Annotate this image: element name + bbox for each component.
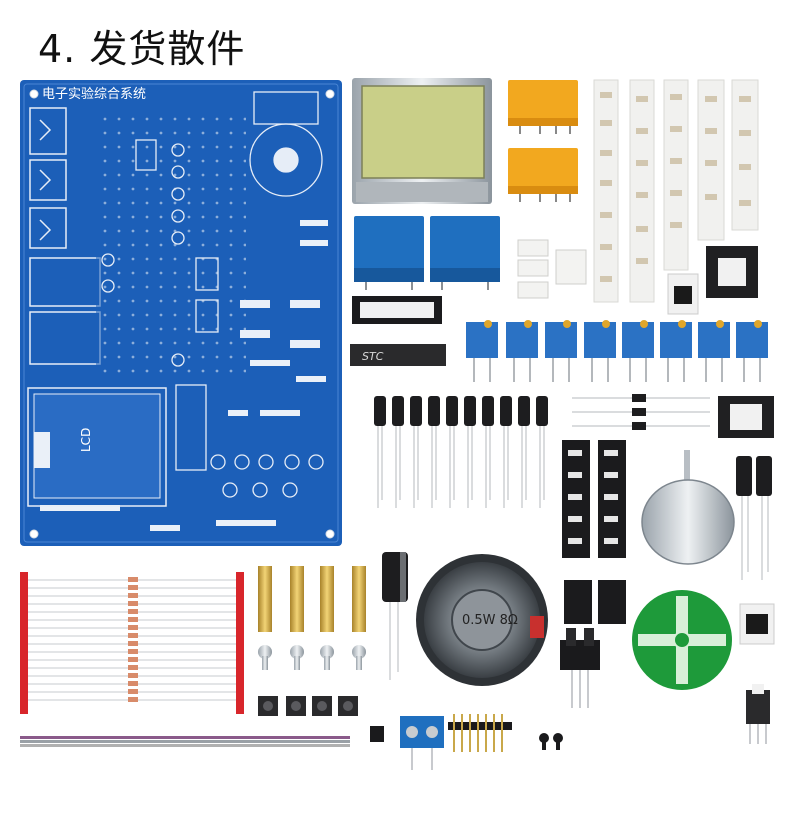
tactile-buttons — [258, 696, 358, 716]
trimpot-3 — [545, 320, 577, 358]
push-switch — [746, 684, 770, 744]
ic-8pin-chip-a — [667, 273, 699, 315]
relay-blue-2 — [430, 216, 500, 290]
trimpot-1 — [466, 320, 498, 358]
transistor-tape — [562, 440, 626, 624]
pcb-title: 电子实验综合系统 — [42, 86, 146, 102]
lcd-module — [352, 78, 492, 204]
screw-terminal — [400, 716, 444, 770]
pin-header — [448, 714, 512, 752]
pcb-board: 电子实验综合系统 — [20, 80, 342, 546]
ic-socket-8pin-b — [718, 396, 774, 438]
trimpot-8 — [736, 320, 768, 358]
lcd-footprint: LCD — [27, 387, 167, 507]
relay-blue-1 — [354, 216, 424, 290]
ic-socket-20pin — [352, 296, 442, 324]
trimpot-2 — [506, 320, 538, 358]
white-connectors — [517, 239, 587, 299]
jumper-cap — [370, 726, 384, 742]
page-title: 4. 发货散件 — [38, 27, 246, 71]
mcu-chip: STC — [350, 344, 446, 366]
encoder-disc — [632, 590, 732, 690]
large-capacitor — [382, 552, 408, 680]
speaker-label: 0.5W 8Ω — [462, 613, 518, 628]
brass-standoffs — [258, 566, 366, 670]
ic-socket-8pin-c — [739, 603, 775, 645]
relay-orange-1 — [508, 80, 578, 134]
dc-motor — [641, 450, 735, 565]
smd-tape-strips — [593, 79, 759, 303]
ribbon-cable — [20, 736, 350, 747]
electrolytic-capacitor-row — [374, 396, 548, 508]
chip-label: STC — [362, 350, 384, 363]
speaker: 0.5W 8Ω — [416, 554, 548, 686]
capacitor-pair — [736, 456, 772, 580]
trimpot-6 — [660, 320, 692, 358]
trimpot-7 — [698, 320, 730, 358]
small-screws — [539, 733, 563, 750]
diodes — [572, 394, 710, 430]
lcd-label: LCD — [79, 428, 93, 452]
resistor-header-strip — [20, 572, 244, 714]
trimpot-row — [466, 320, 768, 382]
relay-orange-2 — [508, 148, 578, 202]
trimpot-5 — [622, 320, 654, 358]
ic-socket-8pin-a — [706, 246, 758, 298]
trimpot-4 — [584, 320, 616, 358]
slot-sensor — [560, 628, 600, 708]
